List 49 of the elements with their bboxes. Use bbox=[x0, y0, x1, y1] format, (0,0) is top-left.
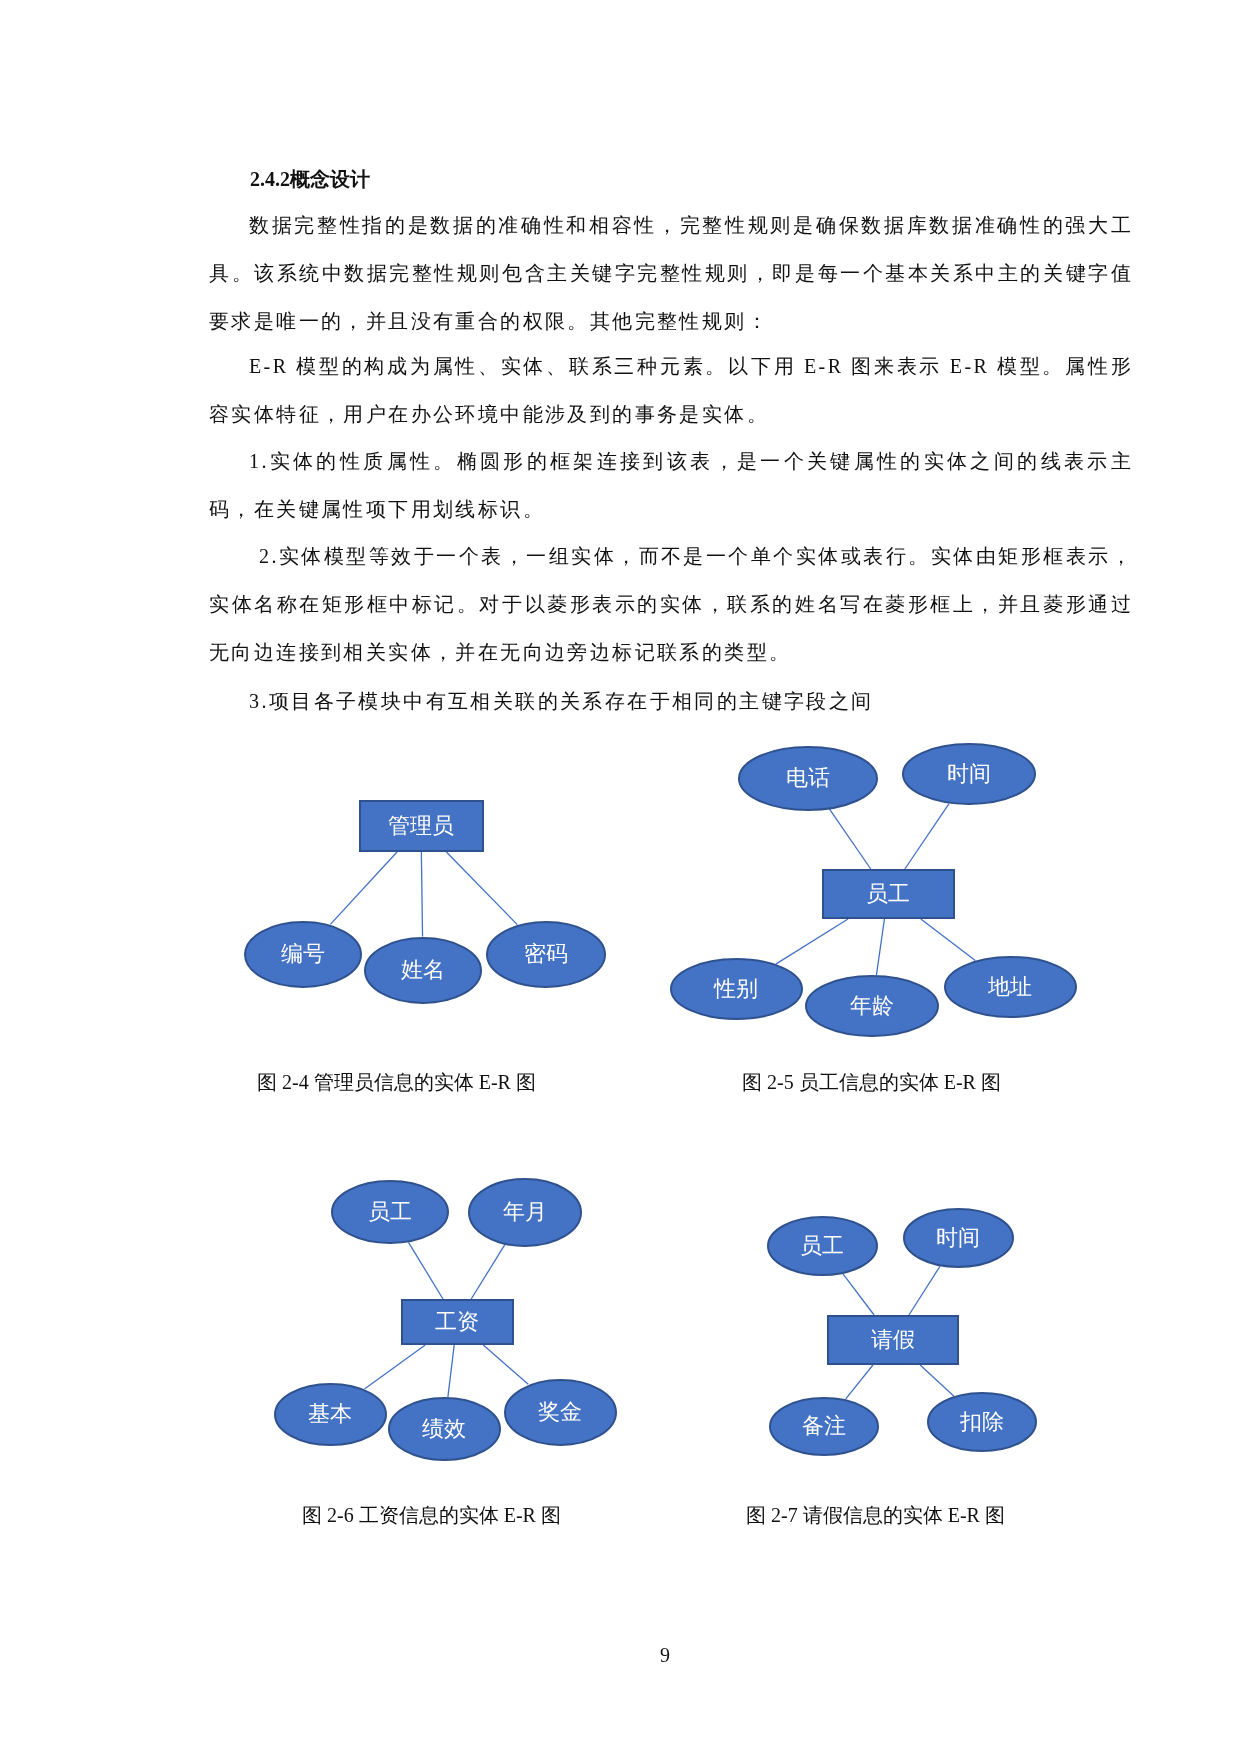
connector-line bbox=[445, 851, 518, 926]
attribute-ellipse: 年龄 bbox=[805, 975, 939, 1037]
attribute-ellipse: 备注 bbox=[769, 1396, 879, 1456]
page-number: 9 bbox=[660, 1643, 670, 1668]
connector-line bbox=[420, 851, 424, 938]
connector-line bbox=[904, 802, 950, 870]
attribute-ellipse: 性别 bbox=[669, 958, 803, 1020]
attribute-ellipse: 密码 bbox=[486, 920, 606, 988]
entity-box: 请假 bbox=[827, 1315, 959, 1365]
entity-box: 管理员 bbox=[358, 800, 484, 852]
connector-line bbox=[920, 918, 976, 962]
connector-line bbox=[845, 1364, 874, 1400]
connector-line bbox=[363, 1344, 426, 1390]
attribute-ellipse: 编号 bbox=[244, 920, 362, 988]
attribute-ellipse: 年月 bbox=[468, 1177, 582, 1247]
body-paragraph: 2.实体模型等效于一个表，一组实体，而不是一个单个实体或表行。实体由矩形框表示，实体名称在矩形框中标记。对于以菱形表示的实体，联系的姓名写在菱形框上，并且菱形通过无向边连接到相关实体，并在无向边旁边标记联系的类型。 bbox=[209, 544, 1133, 665]
body-paragraph: 1.实体的性质属性。椭圆形的框架连接到该表，是一个关键属性的实体之间的线表示主码，在关键属性项下用划线标识。 bbox=[209, 449, 1133, 522]
connector-line bbox=[775, 918, 849, 965]
figure-caption: 图 2-7 请假信息的实体 E-R 图 bbox=[746, 1503, 1005, 1528]
attribute-ellipse: 时间 bbox=[902, 1208, 1014, 1268]
connector-line bbox=[329, 851, 398, 925]
attribute-ellipse: 员工 bbox=[331, 1180, 449, 1244]
connector-line bbox=[919, 1364, 955, 1397]
connector-line bbox=[828, 808, 872, 870]
attribute-ellipse: 地址 bbox=[943, 956, 1077, 1018]
body-paragraph: 3.项目各子模块中有互相关联的关系存在于相同的主键字段之间 bbox=[248, 689, 875, 714]
attribute-ellipse: 员工 bbox=[766, 1216, 878, 1276]
section-heading: 2.4.2概念设计 bbox=[250, 167, 370, 192]
entity-box: 员工 bbox=[821, 869, 955, 919]
body-paragraph: E-R 模型的构成为属性、实体、联系三种元素。以下用 E-R 图来表示 E-R 模型。属性形容实体特征，用户在办公环境中能涉及到的事务是实体。 bbox=[209, 354, 1133, 427]
attribute-ellipse: 时间 bbox=[902, 743, 1036, 805]
figure-caption: 图 2-6 工资信息的实体 E-R 图 bbox=[302, 1503, 561, 1528]
connector-line bbox=[908, 1265, 941, 1316]
attribute-ellipse: 扣除 bbox=[927, 1392, 1037, 1452]
figure-caption: 图 2-4 管理员信息的实体 E-R 图 bbox=[257, 1070, 536, 1095]
entity-box: 工资 bbox=[400, 1299, 514, 1345]
connector-line bbox=[875, 918, 886, 976]
attribute-ellipse: 电话 bbox=[738, 745, 878, 811]
attribute-ellipse: 绩效 bbox=[387, 1397, 501, 1461]
attribute-ellipse: 奖金 bbox=[503, 1378, 617, 1446]
attribute-ellipse: 姓名 bbox=[364, 936, 482, 1004]
body-paragraph: 数据完整性指的是数据的准确性和相容性，完整性规则是确保数据库数据准确性的强大工具。该系统中数据完整性规则包含主关键字完整性规则，即是每一个基本关系中主的关键字值要求是唯一的，并且没有重合的权限。其他完整性规则： bbox=[209, 213, 1133, 334]
figure-caption: 图 2-5 员工信息的实体 E-R 图 bbox=[742, 1070, 1001, 1095]
connector-line bbox=[447, 1344, 455, 1398]
attribute-ellipse: 基本 bbox=[273, 1382, 387, 1446]
connector-line bbox=[842, 1273, 875, 1316]
connector-line bbox=[482, 1344, 529, 1385]
connector-line bbox=[407, 1241, 444, 1300]
connector-line bbox=[470, 1243, 506, 1300]
